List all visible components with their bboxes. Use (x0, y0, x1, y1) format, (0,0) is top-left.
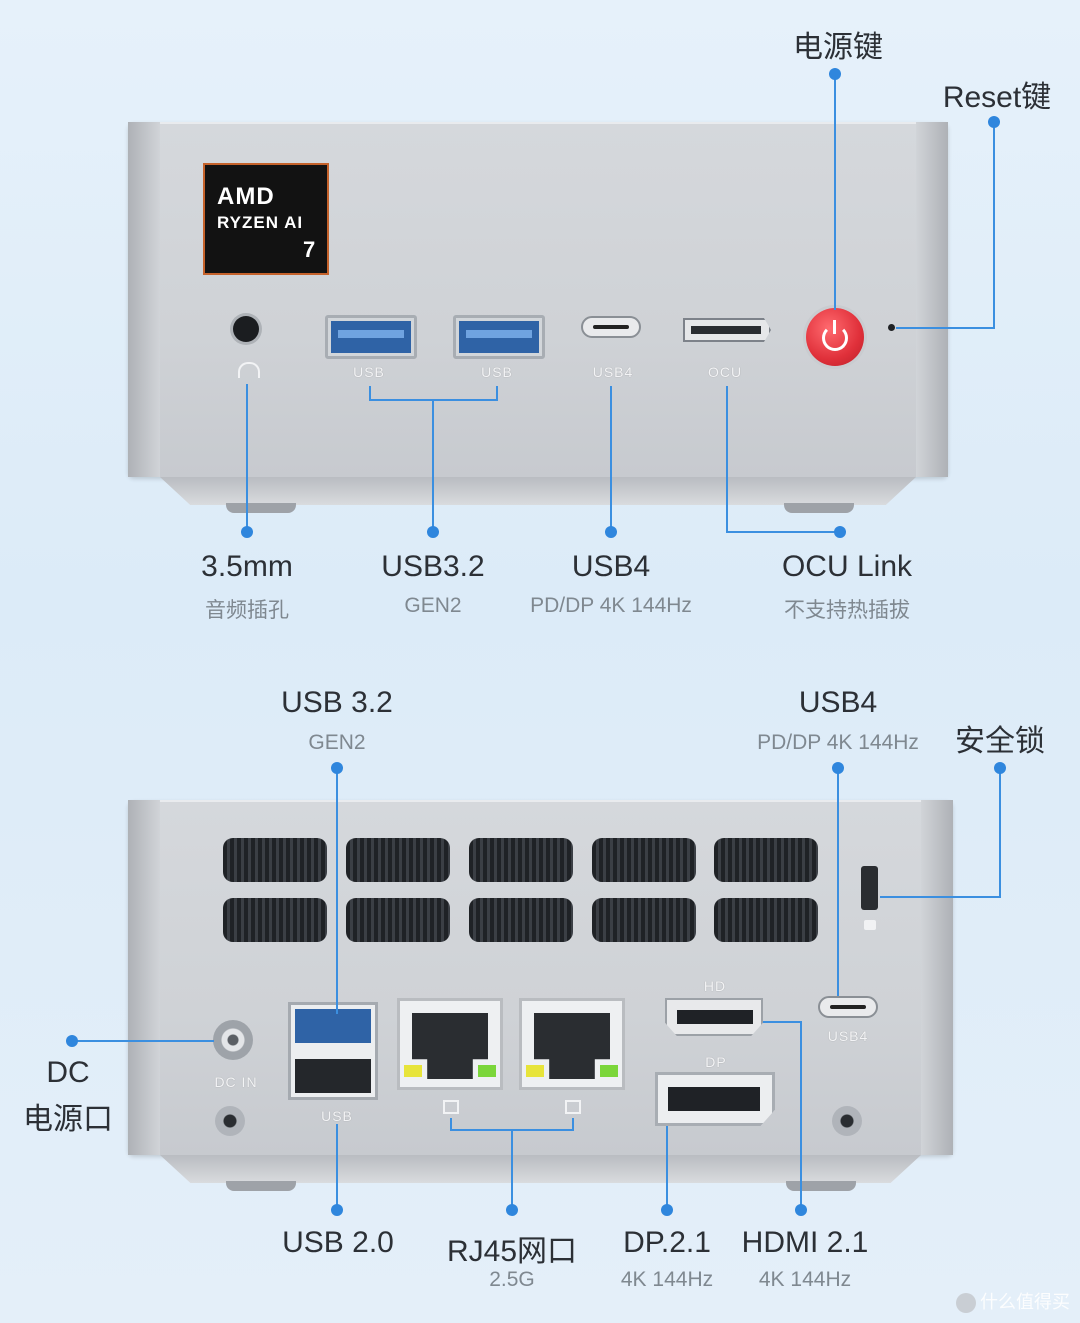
usb4-rear-callout-sub: PD/DP 4K 144Hz (757, 731, 919, 754)
usb32-rear-callout-sub: GEN2 (308, 731, 366, 754)
dp-callout-sub: 4K 144Hz (620, 1268, 714, 1291)
reset-pinhole[interactable] (888, 324, 895, 331)
usb20-rear-port[interactable] (295, 1059, 371, 1093)
usb4-label-front: USB4 (592, 364, 634, 380)
hd-label: HD (703, 978, 727, 994)
watermark-text: 什么值得买 (980, 1292, 1070, 1312)
usb4-callout-sub: PD/DP 4K 144Hz (530, 594, 692, 617)
usb32-callout-title: USB3.2 (381, 550, 485, 583)
usb4-rear-callout-title: USB4 (798, 686, 878, 719)
rj45-port-1[interactable] (397, 998, 503, 1090)
lock-callout-title: 安全锁 (955, 725, 1045, 758)
rj45-port-2[interactable] (519, 998, 625, 1090)
amd-ryzen-badge: AMD RYZEN AI 7 (203, 163, 329, 275)
dp-callout-title: DP.2.1 (623, 1226, 711, 1259)
usb-a-label-2: USB (481, 364, 513, 380)
power-icon (822, 325, 848, 351)
usb4-rear-label: USB4 (827, 1028, 869, 1044)
usb-stack (288, 1002, 378, 1100)
dc-power-jack[interactable] (213, 1020, 253, 1060)
audio-callout-title: 3.5mm (201, 550, 293, 583)
hdmi-callout-sub: 4K 144Hz (758, 1268, 852, 1291)
power-button[interactable] (806, 308, 864, 366)
ocu-port[interactable] (683, 318, 771, 342)
network-icon-2 (565, 1100, 581, 1114)
ryzen-ai-text: RYZEN AI (217, 213, 304, 232)
usb4-port-front[interactable] (581, 316, 641, 338)
usb32-rear-callout-title: USB 3.2 (281, 686, 393, 719)
ryzen-tier-text: 7 (303, 237, 316, 262)
usb32-rear-port[interactable] (295, 1009, 371, 1043)
screw-right (832, 1106, 862, 1136)
usb-a-port-1[interactable] (325, 315, 417, 359)
amd-logo-text: AMD (217, 183, 275, 210)
audio-jack[interactable] (233, 316, 259, 342)
rj45-callout-title: RJ45网口 (446, 1235, 578, 1268)
displayport-port[interactable] (655, 1072, 775, 1126)
audio-callout-sub: 音频插孔 (205, 599, 289, 622)
usb-a-label-1: USB (353, 364, 385, 380)
dc-callout-title-2: 电源口 (23, 1103, 113, 1136)
network-icon-1 (443, 1100, 459, 1114)
watermark-logo-icon (956, 1293, 976, 1314)
headphone-icon (238, 362, 260, 378)
hdmi-callout-title: HDMI 2.1 (741, 1226, 869, 1259)
power-callout-title: 电源键 (793, 31, 883, 64)
security-lock-slot[interactable] (861, 866, 878, 910)
usb4-port-rear[interactable] (818, 996, 878, 1018)
lock-icon (864, 920, 876, 930)
usb4-callout-title: USB4 (571, 550, 651, 583)
usb-a-port-2[interactable] (453, 315, 545, 359)
dc-callout-title-1: DC (46, 1056, 90, 1089)
rj45-callout-sub: 2.5G (489, 1268, 535, 1291)
ocu-callout-title: OCU Link (781, 550, 913, 583)
watermark: 什么值得买 (956, 1288, 1070, 1314)
usb-rear-label: USB (321, 1108, 353, 1124)
screw-left (215, 1106, 245, 1136)
ocu-callout-sub: 不支持热插拔 (784, 599, 910, 622)
reset-callout-title: Reset键 (942, 81, 1052, 114)
usb32-callout-sub: GEN2 (404, 594, 462, 617)
dp-label: DP (705, 1054, 727, 1070)
hdmi-port[interactable] (665, 998, 763, 1036)
ocu-label: OCU (707, 364, 743, 380)
usb20-callout-title: USB 2.0 (282, 1226, 394, 1259)
dc-in-label: DC IN (214, 1074, 258, 1090)
